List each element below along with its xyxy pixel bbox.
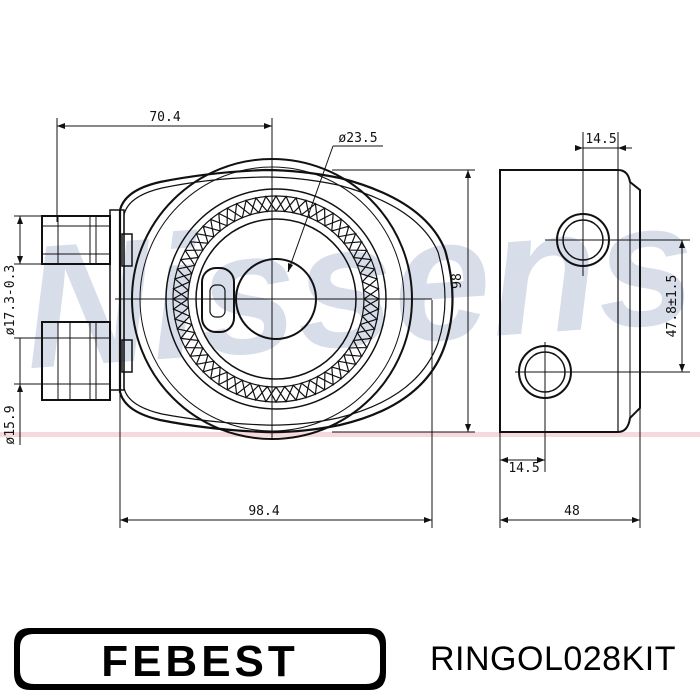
front-view xyxy=(41,118,454,440)
front-dimensions: 70.4 ø23.5 98 98.4 ø17.3-0.3 ø15.9 xyxy=(3,110,475,528)
dim-upper-port: ø17.3-0.3 xyxy=(3,265,18,335)
dim-inner-diameter: ø23.5 xyxy=(338,131,377,146)
side-dimensions: 14.5 14.5 47.8±1.5 48 xyxy=(499,132,685,528)
febest-logo: FEBEST xyxy=(14,628,386,690)
dim-top-width: 70.4 xyxy=(149,110,180,125)
febest-logo-text: FEBEST xyxy=(101,637,299,686)
dim-lower-port: ø15.9 xyxy=(3,405,18,444)
dim-port-spacing: 47.8±1.5 xyxy=(665,275,680,338)
dim-overall-width: 98.4 xyxy=(248,504,279,519)
watermark-text: Nissens xyxy=(17,165,700,406)
dim-side-bottom-offset: 14.5 xyxy=(508,461,539,476)
side-view xyxy=(499,132,690,472)
lower-port xyxy=(41,321,111,401)
part-number: RINGOL028KIT xyxy=(430,640,676,678)
dim-side-top-offset: 14.5 xyxy=(585,132,616,147)
watermark: Nissens xyxy=(0,165,700,437)
upper-port xyxy=(41,215,111,265)
watermark-stripe xyxy=(0,432,700,437)
dim-height: 98 xyxy=(450,273,465,289)
dim-side-depth: 48 xyxy=(564,504,580,519)
slot xyxy=(201,267,235,333)
